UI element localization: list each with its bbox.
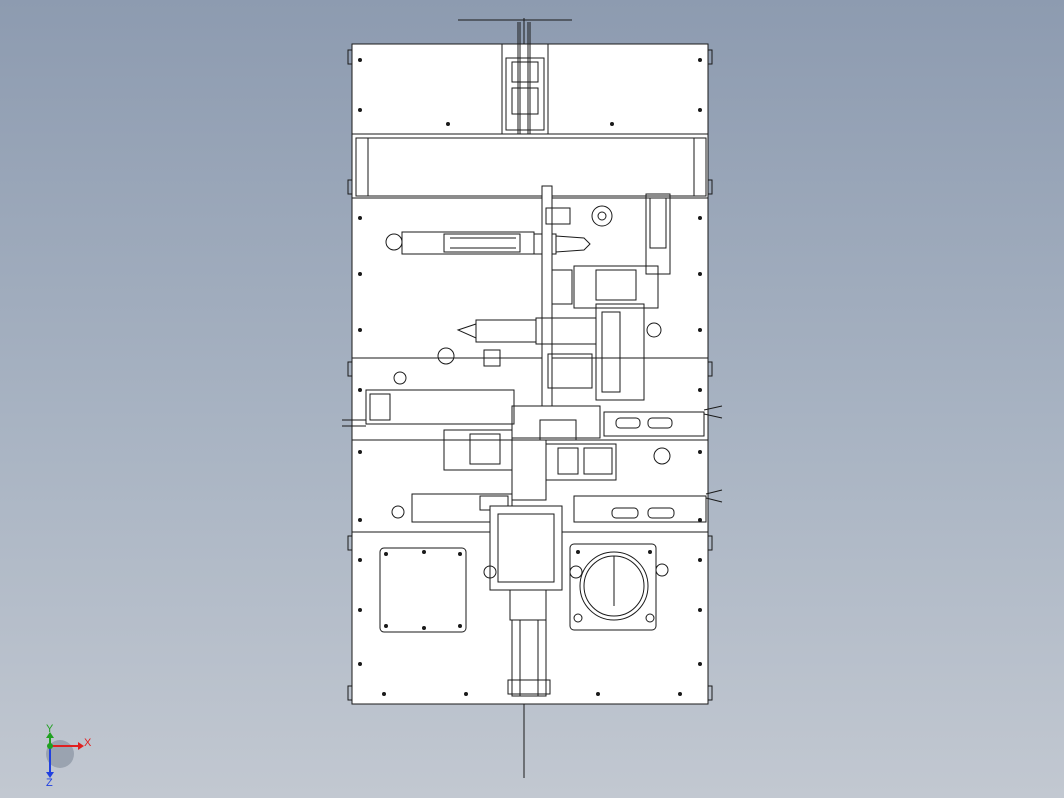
main-frame-middle xyxy=(351,357,709,533)
bolt-holes xyxy=(358,58,702,696)
roller-band xyxy=(351,133,709,199)
machine-top-view xyxy=(342,18,723,778)
x-axis-label: X xyxy=(84,737,92,749)
z-axis-label: Z xyxy=(46,777,53,789)
right-plate xyxy=(569,543,657,631)
y-axis-label: Y xyxy=(46,723,54,735)
left-plate xyxy=(379,547,467,633)
axis-triad: X Y Z xyxy=(46,723,92,789)
main-frame-upper xyxy=(351,197,709,359)
